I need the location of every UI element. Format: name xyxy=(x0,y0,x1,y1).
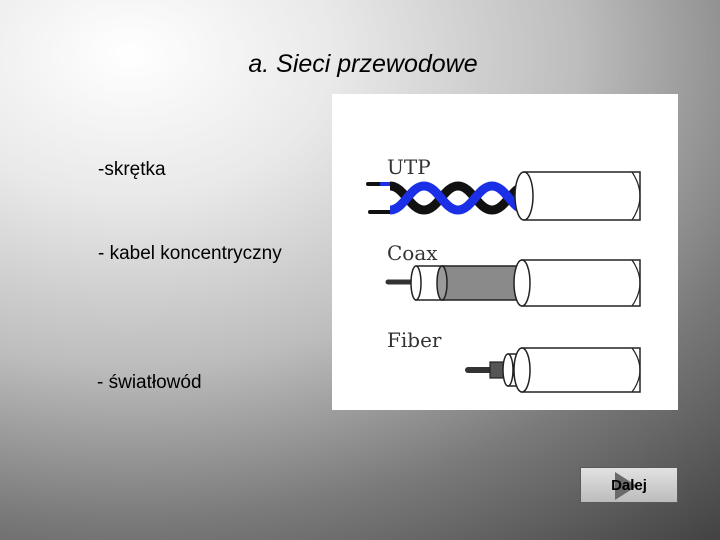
next-button-label: Dalej xyxy=(611,476,647,494)
fiber-label: Fiber xyxy=(387,328,442,352)
cable-types-illustration: UTP Coax xyxy=(332,94,678,410)
coax-cable-icon xyxy=(385,259,641,307)
fiber-cable-icon xyxy=(465,347,641,393)
bullet-fiber-optic: - światłowód xyxy=(97,372,202,393)
bullet-twisted-pair: -skrętka xyxy=(98,159,166,180)
coax-label: Coax xyxy=(387,241,438,265)
play-arrow-icon xyxy=(615,472,637,500)
next-button[interactable]: Dalej xyxy=(580,467,678,503)
slide-title: a. Sieci przewodowe xyxy=(248,50,478,78)
bullet-coaxial-cable: - kabel koncentryczny xyxy=(98,243,282,264)
utp-label: UTP xyxy=(387,155,431,179)
utp-cable-icon xyxy=(366,171,641,221)
